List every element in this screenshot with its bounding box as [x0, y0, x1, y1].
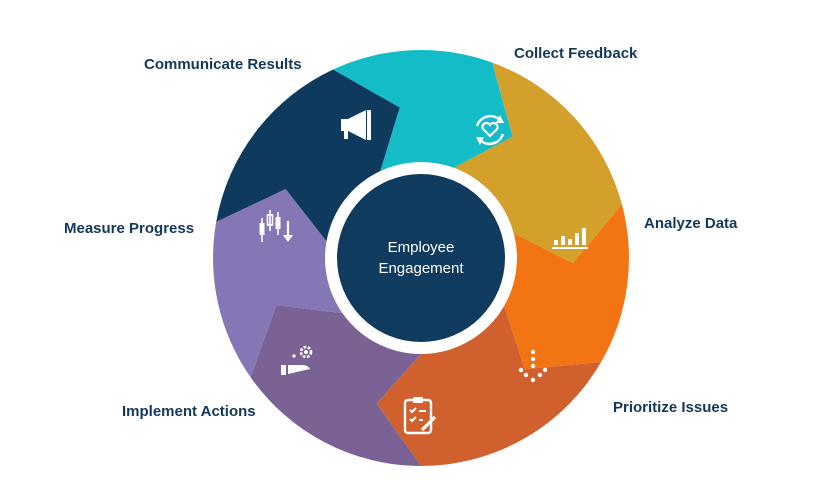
center-title-line1: Employee: [388, 239, 455, 256]
center-title-line2: Engagement: [378, 260, 464, 277]
step-label-implement-actions: Implement Actions: [122, 403, 256, 420]
step-label-prioritize-issues: Prioritize Issues: [613, 399, 729, 416]
segment-measure-progress: [213, 189, 343, 378]
segment-megaphone: [333, 49, 513, 171]
heart-refresh-icon: [475, 114, 505, 146]
step-label-collect-feedback: Collect Feedback: [514, 45, 638, 62]
step-label-measure-progress: Measure Progress: [64, 220, 195, 237]
dots-funnel-icon: [518, 349, 548, 383]
segment-implement-actions: [250, 305, 421, 467]
segment-communicate-results: [216, 69, 400, 242]
step-label-analyze-data: Analyze Data: [644, 215, 738, 232]
center-circle: [337, 174, 505, 342]
clipboard-checklist-icon: [403, 397, 437, 435]
step-label-communicate-results: Communicate Results: [144, 56, 302, 73]
megaphone-icon: [341, 110, 371, 140]
bar-chart-icon: [552, 228, 588, 249]
candlestick-down-icon: [259, 210, 293, 242]
segment-collect-feedback: [453, 62, 622, 264]
hand-gear-icon: [281, 345, 313, 375]
segment-prioritize-issues: [376, 306, 602, 466]
segment-analyze-data: [504, 204, 629, 370]
